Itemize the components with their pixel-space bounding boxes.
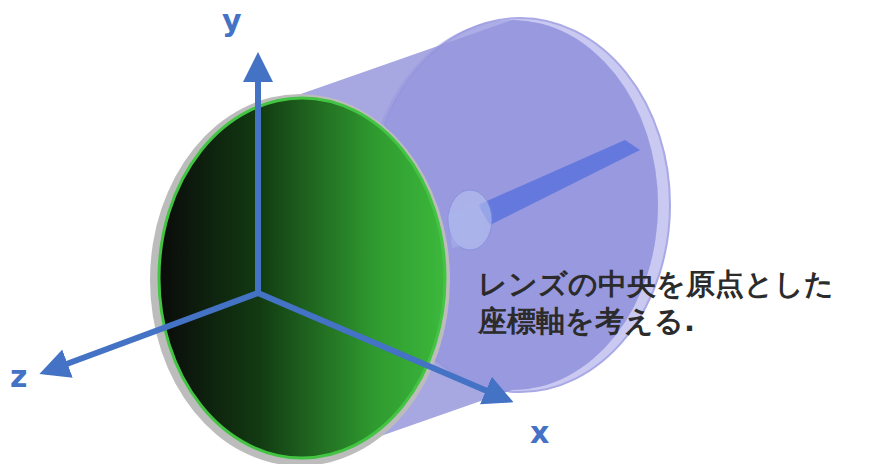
axis-label: z bbox=[10, 362, 27, 392]
note-text: レンズの中央を原点とした 座標軸を考える. bbox=[478, 266, 838, 340]
lens-face bbox=[159, 98, 445, 458]
x-axis bbox=[258, 293, 508, 400]
z-axis bbox=[45, 293, 258, 372]
y-axis bbox=[255, 58, 261, 293]
axis-label: y bbox=[222, 6, 242, 36]
front-rim bbox=[150, 94, 450, 464]
tube bbox=[478, 140, 640, 225]
tube-cone bbox=[448, 190, 492, 250]
tube-cone-side bbox=[448, 200, 484, 248]
axis-label: x bbox=[530, 418, 549, 448]
